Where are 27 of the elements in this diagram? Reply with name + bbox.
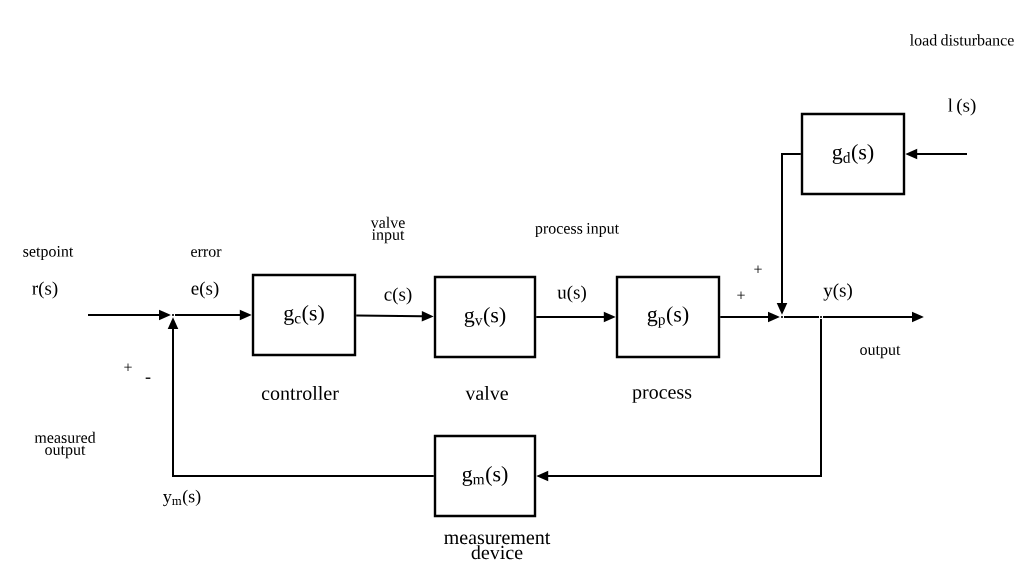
signal-label: output [860, 345, 901, 359]
block-caption: valve [465, 385, 508, 400]
signal-label: valve input [370, 216, 405, 244]
signal-label: setpoint [23, 246, 74, 260]
signal-label: l (s) [948, 98, 976, 116]
signal-label: measured output [34, 431, 96, 459]
signal-label: r(s) [32, 281, 58, 299]
edge-label: u(s) [556, 284, 588, 304]
sign-label: + [737, 291, 745, 299]
block-box: g$_{m}$(s) [433, 434, 537, 518]
edge-label: e(s) [189, 280, 221, 300]
signal-label: load disturbance [910, 34, 1014, 46]
sign-label: + [124, 363, 132, 371]
block-box: g$_{v}$(s) [433, 275, 537, 359]
block-box: g$_{p}$(s) [615, 275, 721, 359]
signal-label: y(s) [823, 283, 852, 301]
edge-label: c(s) [382, 286, 414, 306]
signal-label: error [191, 249, 222, 257]
block-box: g$_{d}$(s) [800, 112, 906, 196]
signal-label: process input [535, 223, 619, 237]
block-caption: measurement device [444, 532, 551, 560]
signal-label: y$_{m}$(s) [163, 489, 201, 507]
block-caption: process [632, 389, 692, 403]
block-caption: controller [261, 385, 339, 400]
block-box: g$_{c}$(s) [251, 273, 357, 357]
sign-label: - [145, 377, 151, 379]
sign-label: + [754, 265, 762, 273]
